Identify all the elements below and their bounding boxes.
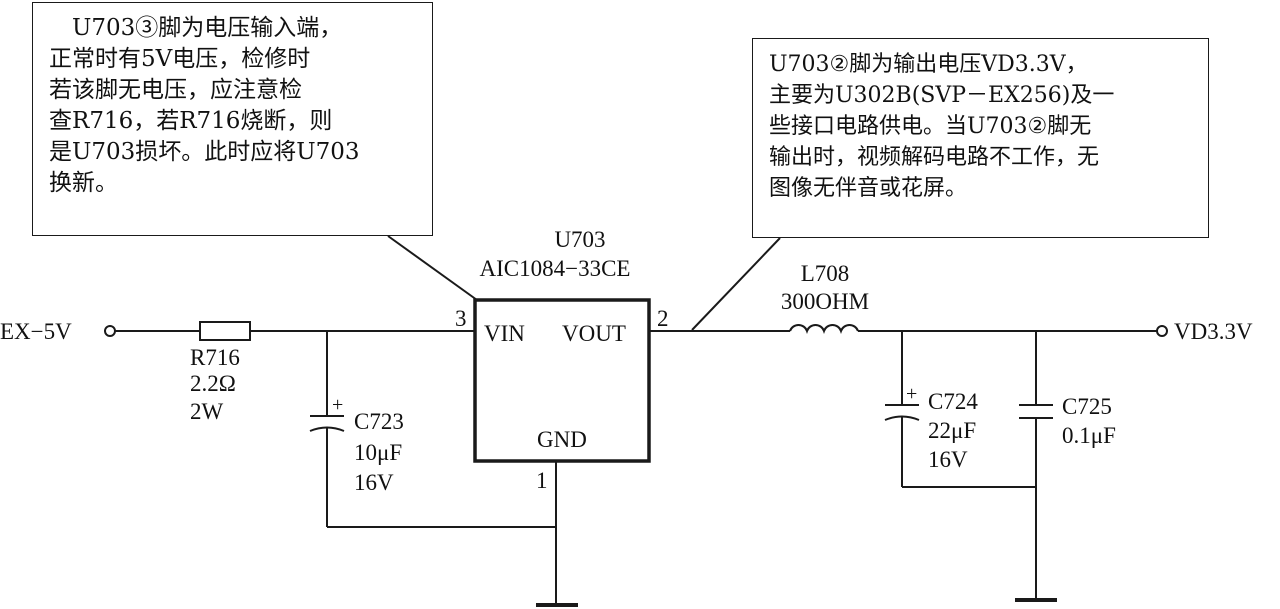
left-annotation-line: 查R716，若R716烧断，则 — [49, 108, 333, 134]
u703-vin-label: VIN — [484, 321, 525, 346]
c724-voltage-label: 16V — [928, 447, 968, 472]
left-annotation-line: 正常时有5V电压，检修时 — [49, 46, 311, 72]
right-annotation-line: 些接口电路供电。当U703②脚无 — [769, 114, 1092, 139]
c723-polarity-mark: + — [332, 394, 344, 416]
right-annotation-line: 图像无伴音或花屏。 — [769, 176, 968, 201]
right-annotation-line: 输出时，视频解码电路不工作，无 — [769, 145, 1100, 170]
right-callout-leader — [691, 237, 781, 331]
l708-ref-label: L708 — [800, 261, 850, 286]
c724-ref-label: C724 — [928, 389, 978, 414]
left-annotation-line: 换新。 — [49, 170, 118, 196]
u703-ref-label: U703 — [554, 227, 606, 252]
input-net-label: EX−5V — [0, 319, 72, 344]
c725-ref-label: C725 — [1062, 394, 1112, 419]
right-annotation-box: U703②脚为输出电压VD3.3V， 主要为U302B(SVP－EX256)及一… — [752, 38, 1209, 238]
left-annotation-box: U703③脚为电压输入端， 正常时有5V电压，检修时 若该脚无电压，应注意检 查… — [32, 2, 433, 236]
left-annotation-line: 是U703损坏。此时应将U703 — [49, 139, 360, 165]
output-terminal — [1156, 325, 1168, 337]
r716-value-label: 2.2Ω — [190, 371, 236, 396]
input-terminal — [104, 325, 116, 337]
left-annotation-line: 若该脚无电压，应注意检 — [49, 77, 302, 103]
left-callout-leader — [387, 235, 478, 301]
r716-ref-label: R716 — [190, 345, 240, 370]
output-net-label: VD3.3V — [1174, 319, 1253, 344]
u703-pin3-number: 3 — [455, 306, 467, 331]
u703-part-label: AIC1084−33CE — [479, 256, 631, 281]
c723-voltage-label: 16V — [354, 470, 394, 495]
c723-value-label: 10μF — [354, 440, 403, 465]
c723-plate-negative — [309, 426, 345, 432]
c724-plate-negative — [884, 415, 920, 421]
left-annotation-line: U703③脚为电压输入端， — [49, 15, 343, 41]
l708-value-label: 300OHM — [780, 289, 870, 314]
u703-vout-label: VOUT — [562, 321, 626, 346]
r716-power-label: 2W — [190, 399, 224, 424]
c724-value-label: 22μF — [928, 418, 977, 443]
right-annotation-line: 主要为U302B(SVP－EX256)及一 — [769, 83, 1115, 108]
c724-polarity-mark: + — [906, 383, 918, 405]
r716-resistor-body — [199, 321, 251, 341]
u703-body — [473, 298, 651, 463]
right-annotation-line: U703②脚为输出电压VD3.3V， — [769, 52, 1088, 77]
u703-pin2-number: 2 — [657, 306, 669, 331]
c723-ref-label: C723 — [354, 409, 404, 434]
u703-gnd-label: GND — [537, 427, 587, 452]
l708-inductor — [789, 324, 859, 335]
u703-pin1-number: 1 — [536, 468, 548, 493]
c725-value-label: 0.1μF — [1062, 423, 1116, 448]
